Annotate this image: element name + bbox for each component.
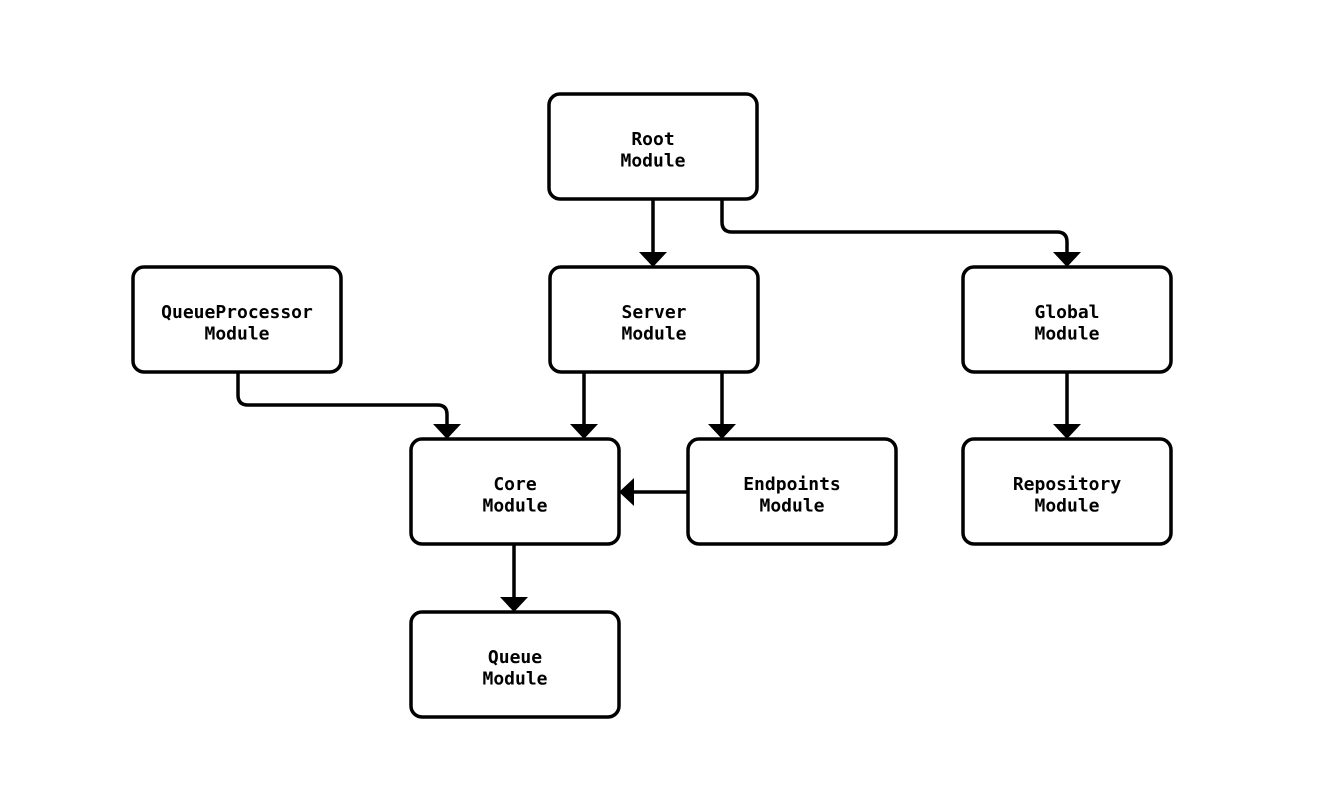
arrowhead-icon	[619, 478, 634, 506]
edge-endpoints-core	[619, 478, 688, 506]
node-label-line2: Module	[759, 496, 824, 517]
node-label-line1: Endpoints	[743, 474, 841, 495]
arrowhead-icon	[570, 424, 598, 439]
edge-server-core	[570, 372, 598, 439]
node-label-line2: Module	[482, 669, 547, 690]
node-label-line1: QueueProcessor	[161, 302, 313, 323]
edge-queueprocessor-core	[236, 372, 461, 439]
node-box	[547, 92, 759, 201]
edge-server-endpoints	[708, 372, 736, 439]
node-label-line2: Module	[620, 151, 685, 172]
node-box	[131, 265, 343, 374]
node-box	[961, 265, 1173, 374]
node-label-line1: Core	[493, 474, 537, 495]
node-label-line2: Module	[482, 496, 547, 517]
node-box	[409, 610, 621, 719]
edge-line	[236, 372, 449, 424]
edge-global-repository	[1053, 372, 1081, 439]
edge-line	[720, 197, 1069, 252]
edge-root-global	[720, 197, 1081, 267]
node-label-line1: Root	[631, 129, 674, 150]
node-box	[409, 437, 621, 546]
node-label-line1: Global	[1034, 302, 1099, 323]
node-box	[548, 265, 760, 374]
arrowhead-icon	[1053, 424, 1081, 439]
node-label-line2: Module	[204, 324, 269, 345]
node-label-line2: Module	[1034, 496, 1099, 517]
node-box	[686, 437, 898, 546]
node-label-line1: Server	[621, 302, 686, 323]
node-label-line2: Module	[621, 324, 686, 345]
node-label-line1: Repository	[1013, 474, 1122, 495]
arrowhead-icon	[639, 252, 667, 267]
node-label-line1: Queue	[488, 647, 542, 668]
arrowhead-icon	[1053, 252, 1081, 267]
arrowhead-icon	[708, 424, 736, 439]
arrowhead-icon	[433, 424, 461, 439]
edge-core-queue	[500, 544, 528, 612]
arrowhead-icon	[500, 597, 528, 612]
edge-root-server	[639, 197, 667, 267]
node-box	[961, 437, 1173, 546]
node-label-line2: Module	[1034, 324, 1099, 345]
